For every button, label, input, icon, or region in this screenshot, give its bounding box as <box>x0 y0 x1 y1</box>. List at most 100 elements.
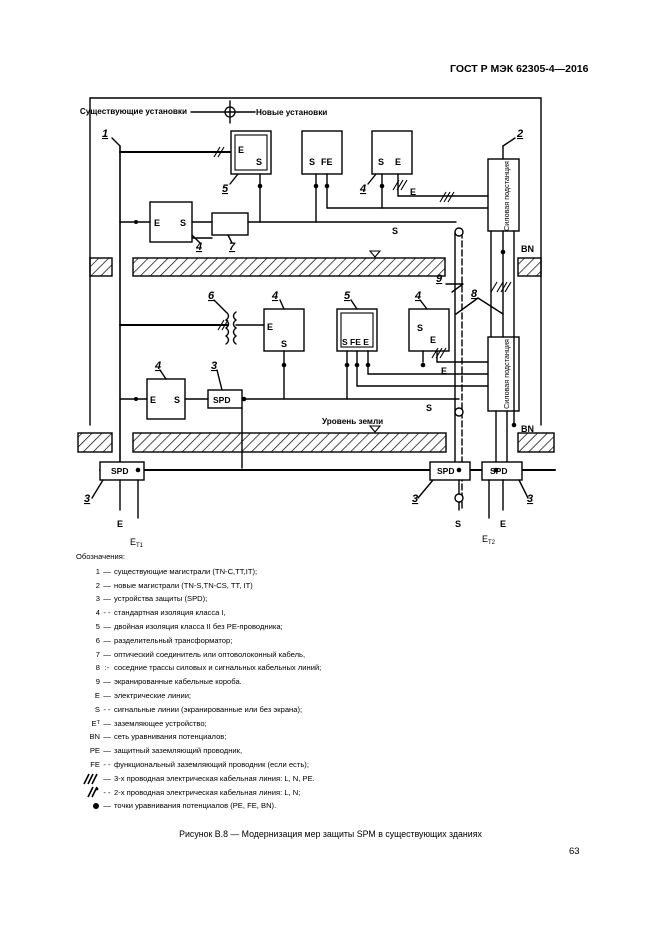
legend-key: E <box>76 689 100 703</box>
legend-text: заземляющее устройство; <box>114 718 207 728</box>
legend-dash: — <box>103 649 111 659</box>
legend-item: 1—существующие магистрали (TN-C,TT,IT); <box>76 565 516 579</box>
substation-label-lower: Силовая подстанция <box>502 339 511 409</box>
label-e: E <box>410 187 416 197</box>
protection-diagram: Существующие установки Новые установки У… <box>77 97 556 549</box>
legend-item: —точки уравнивания потенциалов (PE, FE, … <box>76 799 516 813</box>
legend-key-text: 7 <box>95 649 100 659</box>
legend-dash: - - <box>103 759 111 769</box>
label-e: E <box>267 322 273 332</box>
legend-item: 8:-соседние трассы силовых и сигнальных … <box>76 661 516 675</box>
legend-dash: — <box>103 621 111 631</box>
device-box-top-left <box>230 130 272 175</box>
item-number-4: 4 <box>414 290 421 302</box>
legend-dash: - - <box>103 608 111 618</box>
legend-key-text: 9 <box>95 677 100 687</box>
legend-item: 6—разделительный трансформатор; <box>76 634 516 648</box>
legend-key-text: 2 <box>95 580 100 590</box>
label-s: S <box>392 226 398 236</box>
item-number-5: 5 <box>222 183 229 195</box>
legend-key-text: 4 <box>95 608 100 618</box>
legend-text: функциональный заземляющий проводник (ес… <box>114 759 309 769</box>
legend-key-text: E <box>94 690 100 700</box>
legend-text: сигнальные линии (экранированные или без… <box>114 704 303 714</box>
legend-key: BN <box>76 730 100 744</box>
legend-dash: — <box>103 690 111 700</box>
legend-item: 2—новые магистрали (TN-S,TN-CS, TT, IT) <box>76 579 516 593</box>
legend-key: 7 <box>76 648 100 662</box>
legend-key: 3 <box>76 592 100 606</box>
legend-dash: - - <box>103 704 111 714</box>
legend-key: PE <box>76 744 100 758</box>
item-number-3: 3 <box>84 493 90 505</box>
legend-key: 5 <box>76 620 100 634</box>
item-number-4: 4 <box>359 183 366 195</box>
label-s: S <box>180 218 186 228</box>
legend-text: разделительный трансформатор; <box>114 635 233 645</box>
item-number-4: 4 <box>195 241 202 253</box>
floor-slab-left <box>89 257 113 277</box>
ground-level-label: Уровень земли <box>322 417 383 426</box>
label-spd: SPD <box>490 466 507 476</box>
two-wire-icon <box>76 786 100 798</box>
label-e: E <box>117 519 123 529</box>
label-bn: BN <box>521 244 534 254</box>
ground-slab-main <box>132 432 447 453</box>
label-s: S <box>174 395 180 405</box>
legend-key-text: 1 <box>95 566 100 576</box>
legend-key-text: E <box>91 718 97 728</box>
page-number: 63 <box>569 846 580 857</box>
item-number-2: 2 <box>516 128 523 140</box>
legend-item: 3—устройства защиты (SPD); <box>76 592 516 606</box>
legend-key-text: 3 <box>95 594 100 604</box>
legend-key-subscript: T <box>96 719 100 726</box>
legend-key: S <box>76 703 100 717</box>
label-s: S <box>426 403 432 413</box>
device-box-sfe <box>301 130 343 175</box>
legend-key-text: S <box>94 704 100 714</box>
legend-key: 2 <box>76 579 100 593</box>
arrow-left-label: Существующие установки <box>80 107 187 116</box>
legend-key-text: 8 <box>95 663 100 673</box>
label-e: E <box>500 519 506 529</box>
legend-key: 1 <box>76 565 100 579</box>
legend-dash: — <box>103 580 111 590</box>
legend-key: 4 <box>76 606 100 620</box>
item-number-3: 3 <box>211 360 217 372</box>
label-spd: SPD <box>213 395 230 405</box>
label-s: S <box>378 157 384 167</box>
legend-dash: — <box>103 635 111 645</box>
legend-text: электрические линии; <box>114 690 192 700</box>
legend-key: FE <box>76 758 100 772</box>
legend-dash: - - <box>103 787 111 797</box>
legend-text: сеть уравнивания потенциалов; <box>114 732 227 742</box>
floor-slab-right <box>517 257 542 277</box>
legend-text: защитный заземляющий проводник, <box>114 746 243 756</box>
item-number-6: 6 <box>208 290 215 302</box>
legend-dash: — <box>103 677 111 687</box>
substation-label-upper: Силовая подстанция <box>502 161 511 231</box>
legend-key: 6 <box>76 634 100 648</box>
item-number-8: 8 <box>471 288 478 300</box>
label-s: S <box>309 157 315 167</box>
legend-text: устройства защиты (SPD); <box>114 594 208 604</box>
legend-item: 5—двойная изоляция класса II без PE-пров… <box>76 620 516 634</box>
item-number-4: 4 <box>154 360 161 372</box>
legend-title: Обозначения: <box>76 552 125 561</box>
legend-dash: — <box>103 732 111 742</box>
legend-text: существующие магистрали (TN-C,TT,IT); <box>114 566 258 576</box>
legend-item: —3-х проводная электрическая кабельная л… <box>76 772 516 786</box>
legend-key: 9 <box>76 675 100 689</box>
legend-key-text: BN <box>89 732 100 742</box>
label-e: E <box>430 335 436 345</box>
legend-dash: — <box>103 718 111 728</box>
legend-key-text: PE <box>89 746 100 756</box>
legend-item: 9—экранированные кабельные короба. <box>76 675 516 689</box>
label-et1: ET1 <box>130 537 144 549</box>
label-s: S <box>256 157 262 167</box>
legend-key: 8 <box>76 661 100 675</box>
floor-slab-upper <box>132 257 446 277</box>
item-number-1: 1 <box>102 128 108 140</box>
label-e: E <box>150 395 156 405</box>
